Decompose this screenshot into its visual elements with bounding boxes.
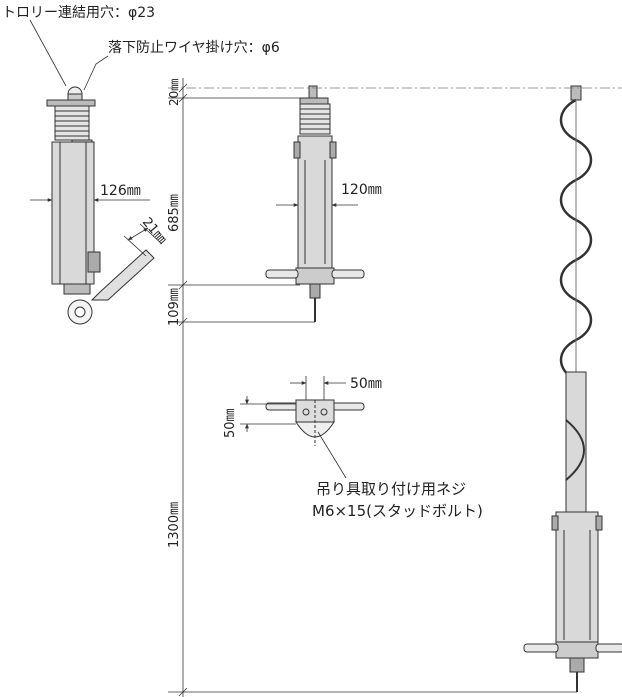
leader-trolley: [29, 19, 67, 87]
front-body: [297, 135, 333, 269]
label-screw-line2: M6×15(スタッドボルト): [312, 502, 483, 520]
side-body: [51, 141, 95, 285]
label-fall-hole: 落下防止ワイヤ掛け穴：φ6: [108, 40, 280, 56]
label-dim-50-vertical: 50㎜: [223, 408, 238, 438]
leader-screw: [317, 431, 347, 479]
extended-coil-cable: [559, 98, 593, 382]
front-view-unit: [265, 85, 365, 322]
side-view-unit: [46, 86, 155, 325]
label-trolley-hole: トロリー連結用穴：φ23: [2, 5, 155, 21]
dimension-lines: [29, 19, 622, 697]
labels: トロリー連結用穴：φ23 落下防止ワイヤ掛け穴：φ6 126㎜ 21㎜ 120㎜…: [2, 5, 483, 548]
leader-fall: [83, 55, 109, 91]
left-handle: [265, 269, 299, 279]
extended-view-unit: [523, 85, 622, 692]
lever-arm: [90, 249, 155, 301]
label-dim-50-horizontal: 50㎜: [350, 376, 382, 392]
label-dim-20: 20㎜: [167, 79, 181, 106]
extended-right-handle: [595, 643, 622, 653]
label-dim-126: 126㎜: [100, 183, 141, 199]
detail-view: [265, 399, 365, 446]
extended-left-handle: [523, 643, 559, 653]
label-screw-line1: 吊り具取り付け用ネジ: [316, 480, 466, 498]
label-dim-109: 109㎜: [167, 288, 182, 326]
label-dim-120: 120㎜: [341, 182, 382, 198]
extended-body: [555, 511, 599, 643]
detail-right-handle: [331, 402, 365, 411]
coil-spring: [54, 105, 90, 141]
label-dim-685: 685㎜: [167, 194, 182, 232]
label-dim-1300: 1300㎜: [167, 502, 182, 548]
right-handle: [331, 269, 365, 279]
